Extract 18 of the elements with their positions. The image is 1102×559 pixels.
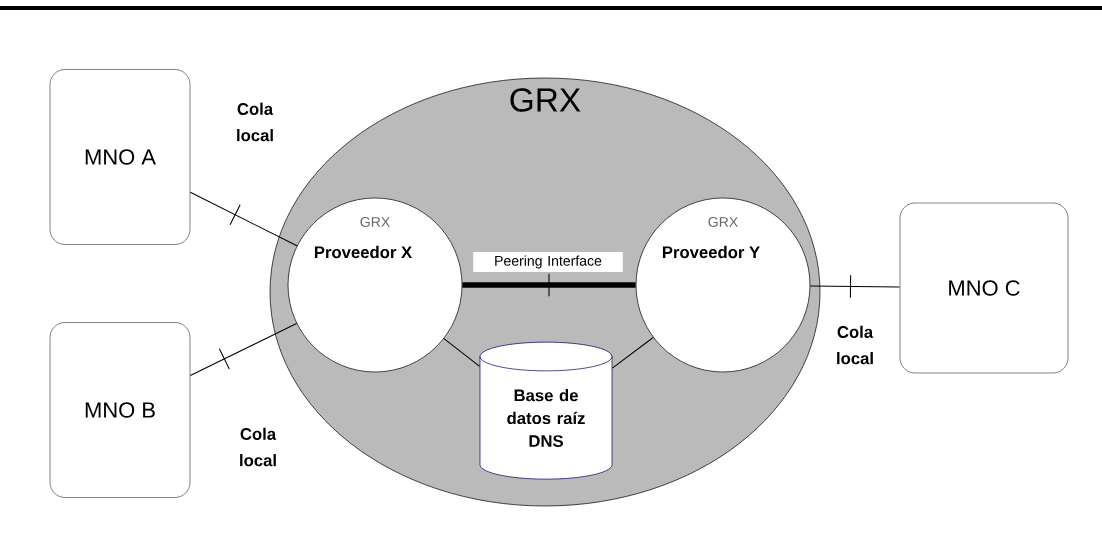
operator-box: MNO B	[49, 322, 191, 498]
provider-caption: GRX	[708, 217, 738, 227]
provider-name: Proveedor X	[314, 245, 412, 259]
provider-circle	[287, 197, 463, 373]
connector-line	[462, 273, 636, 297]
provider-circle	[635, 197, 811, 373]
connector-line	[443, 338, 481, 367]
operator-box: MNO A	[49, 69, 191, 245]
database-cylinder: Base de datos raíz DNS	[479, 341, 613, 480]
connector-line	[611, 336, 654, 369]
connector-line	[809, 274, 901, 299]
connector-line	[189, 322, 298, 377]
operator-box: MNO C	[899, 202, 1069, 374]
provider-caption: GRX	[360, 217, 390, 227]
edge-label: Peering Interface	[473, 251, 623, 273]
edge-label: Cola local	[824, 322, 886, 368]
provider-name: Proveedor Y	[662, 245, 760, 259]
connector-line	[189, 191, 298, 247]
